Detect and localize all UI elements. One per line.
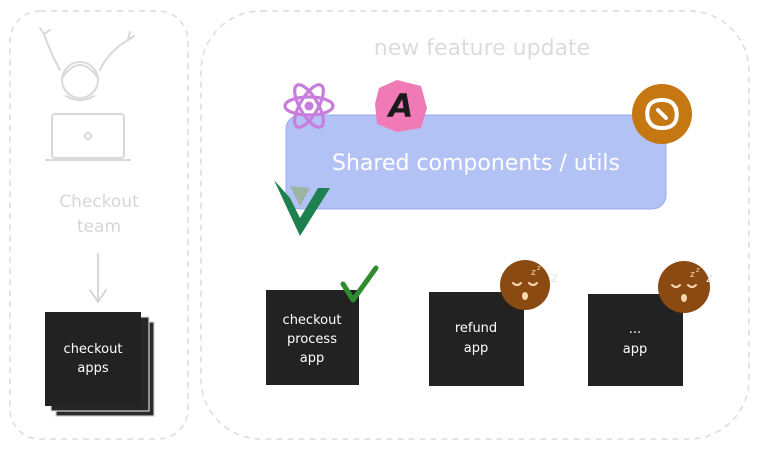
left-panel: Checkout team checkout apps <box>10 11 188 439</box>
app-1-line1: checkout <box>283 313 342 328</box>
checkout-apps-line2: apps <box>77 361 108 376</box>
checkout-apps-box <box>45 312 141 406</box>
app-2-line2: app <box>464 341 488 356</box>
checkout-apps-stack: checkout apps <box>45 312 154 416</box>
svg-text:z: z <box>690 270 695 280</box>
team-label-line2: team <box>77 217 121 237</box>
svg-text:z: z <box>696 266 700 274</box>
svg-text:A: A <box>386 87 414 125</box>
sleeping-face-icon: z z <box>500 260 550 310</box>
font-a-icon: A <box>375 80 427 132</box>
app-box-refund <box>429 292 524 386</box>
app-1-line3: app <box>300 351 324 366</box>
team-illustration <box>40 28 134 160</box>
app-card-2: refund app z z z <box>429 260 558 386</box>
svg-text:z: z <box>531 268 536 278</box>
down-arrow-icon <box>90 254 106 302</box>
right-panel: new feature update Shared components / u… <box>201 11 749 439</box>
app-1-line2: process <box>287 332 337 347</box>
app-2-line1: refund <box>455 321 497 336</box>
panel-title: new feature update <box>374 36 590 61</box>
zz-icon: z <box>551 271 558 286</box>
swirl-icon <box>632 84 692 144</box>
checkmark-icon <box>343 268 376 300</box>
checkout-apps-line1: checkout <box>64 342 123 357</box>
shared-components-label: Shared components / utils <box>332 151 620 176</box>
app-card-3: ... app z z z <box>588 261 713 386</box>
svg-text:z: z <box>537 264 541 272</box>
app-3-line2: app <box>623 342 647 357</box>
app-card-1: checkout process app <box>266 268 376 385</box>
zz-icon: z <box>706 271 713 286</box>
team-label-line1: Checkout <box>59 192 139 212</box>
sleeping-face-icon: z z <box>658 261 710 313</box>
app-3-line1: ... <box>629 322 641 337</box>
